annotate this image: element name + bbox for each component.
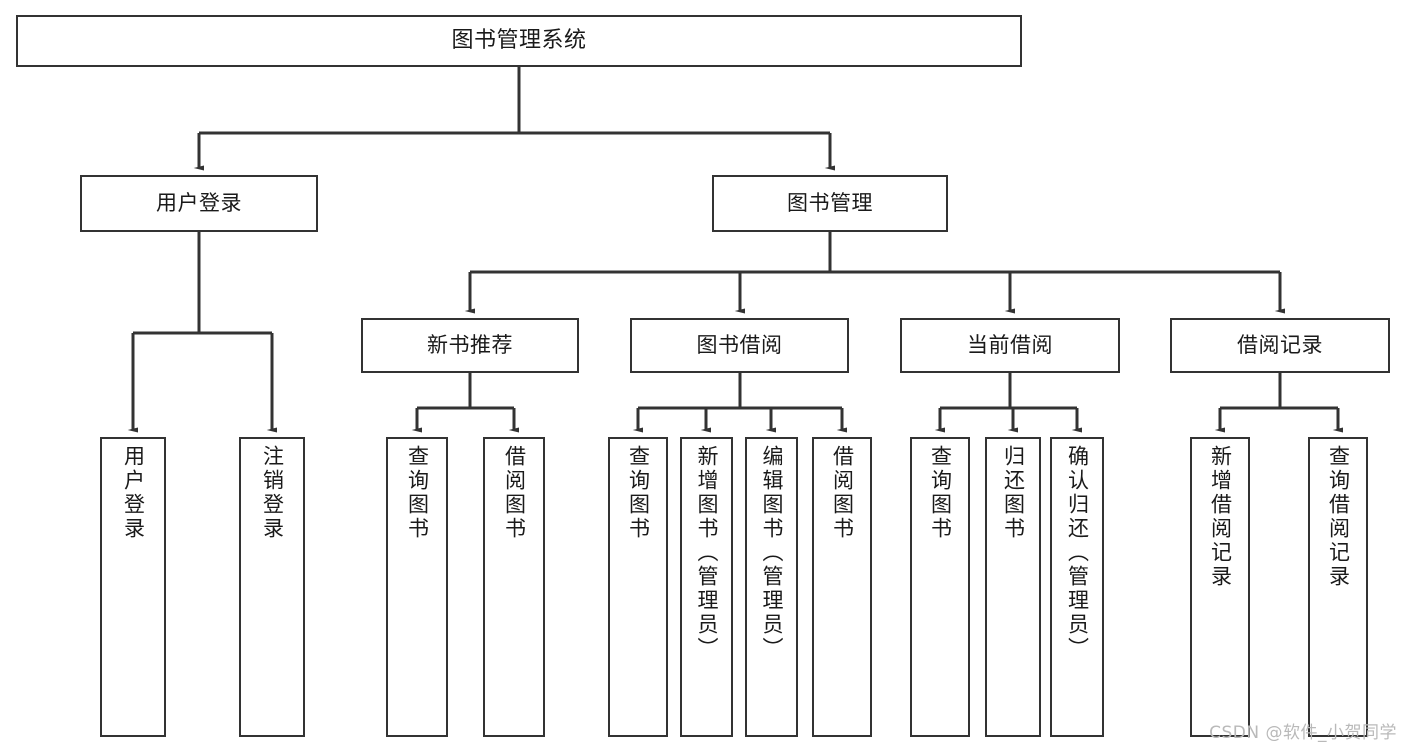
node-leaf-query-book-2[interactable]: 查询图书 <box>608 437 668 737</box>
node-leaf-confirm-return[interactable]: 确认归还（管理员） <box>1050 437 1104 737</box>
node-leaf-logout[interactable]: 注销登录 <box>239 437 305 737</box>
node-borrow-record[interactable]: 借阅记录 <box>1170 318 1390 373</box>
node-leaf-borrow-book-1-label: 借阅图书 <box>502 445 527 541</box>
node-user-login-label: 用户登录 <box>156 191 242 216</box>
node-book-manage-label: 图书管理 <box>787 191 873 216</box>
node-leaf-add-book-label: 新增图书（管理员） <box>695 445 719 661</box>
node-leaf-query-book-3-label: 查询图书 <box>928 445 953 541</box>
node-leaf-return-book[interactable]: 归还图书 <box>985 437 1041 737</box>
node-leaf-add-book[interactable]: 新增图书（管理员） <box>680 437 733 737</box>
node-leaf-logout-label: 注销登录 <box>260 445 285 541</box>
node-new-book-recommend-label: 新书推荐 <box>427 333 513 358</box>
node-current-borrow-label: 当前借阅 <box>967 333 1053 358</box>
node-book-manage[interactable]: 图书管理 <box>712 175 948 232</box>
node-leaf-query-book-3[interactable]: 查询图书 <box>910 437 970 737</box>
node-leaf-return-book-label: 归还图书 <box>1001 445 1026 541</box>
node-leaf-query-book-2-label: 查询图书 <box>626 445 651 541</box>
node-leaf-borrow-book-2-label: 借阅图书 <box>830 445 855 541</box>
node-root[interactable]: 图书管理系统 <box>16 15 1022 67</box>
node-leaf-user-login-label: 用户登录 <box>121 445 146 541</box>
node-current-borrow[interactable]: 当前借阅 <box>900 318 1120 373</box>
node-book-borrow-label: 图书借阅 <box>696 333 783 358</box>
node-leaf-confirm-return-label: 确认归还（管理员） <box>1065 445 1090 661</box>
node-leaf-query-record[interactable]: 查询借阅记录 <box>1308 437 1368 737</box>
node-leaf-borrow-book-1[interactable]: 借阅图书 <box>483 437 545 737</box>
node-leaf-query-record-label: 查询借阅记录 <box>1326 445 1351 589</box>
node-root-label: 图书管理系统 <box>451 28 587 54</box>
node-leaf-borrow-book-2[interactable]: 借阅图书 <box>812 437 872 737</box>
node-book-borrow[interactable]: 图书借阅 <box>630 318 849 373</box>
node-leaf-query-book-1-label: 查询图书 <box>405 445 430 541</box>
node-leaf-query-book-1[interactable]: 查询图书 <box>386 437 448 737</box>
node-leaf-edit-book-label: 编辑图书（管理员） <box>760 445 784 661</box>
node-leaf-add-record[interactable]: 新增借阅记录 <box>1190 437 1250 737</box>
node-new-book-recommend[interactable]: 新书推荐 <box>361 318 579 373</box>
node-user-login[interactable]: 用户登录 <box>80 175 318 232</box>
node-leaf-user-login[interactable]: 用户登录 <box>100 437 166 737</box>
node-borrow-record-label: 借阅记录 <box>1237 333 1323 358</box>
node-leaf-add-record-label: 新增借阅记录 <box>1208 445 1233 589</box>
node-leaf-edit-book[interactable]: 编辑图书（管理员） <box>745 437 798 737</box>
